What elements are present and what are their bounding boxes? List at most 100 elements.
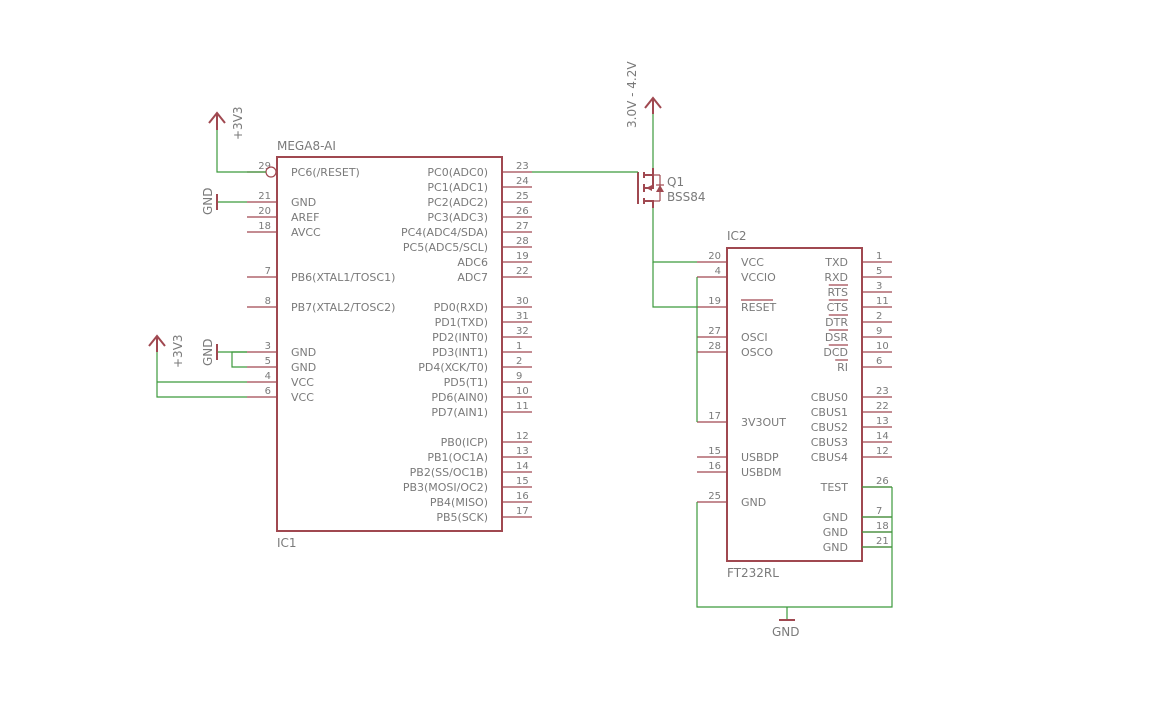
pin-number: 27 [516,221,529,232]
supply-gnd-top-label: GND [201,187,215,215]
ic1-body[interactable] [276,156,503,532]
pin-number: 11 [876,296,889,307]
pin-label: ADC6 [457,256,488,269]
ic2-value-label: FT232RL [727,566,779,580]
pin-number: 18 [258,221,271,232]
pin-number: 12 [516,431,529,442]
pin-number: 9 [876,326,882,337]
wire-drain-vcc[interactable] [652,208,697,263]
wire-3v3-pin6[interactable] [156,338,247,398]
pin-number: 13 [516,446,529,457]
pin-number: 4 [265,371,271,382]
pin[interactable]: 19 ADC6 [457,251,532,269]
ic2-body[interactable] [726,247,863,562]
pin-label: PC2(ADC2) [427,196,488,209]
pin[interactable]: 9 DSR [825,326,892,344]
pin-number: 30 [516,296,529,307]
pin-label: 3V3OUT [741,416,786,429]
q1-value-label: BSS84 [667,190,706,204]
pin-number: 25 [708,491,721,502]
pin-number: 17 [516,506,529,517]
pin-number: 25 [516,191,529,202]
pin-number: 19 [516,251,529,262]
pin-label: VCC [741,256,764,269]
pin-number: 17 [708,411,721,422]
supply-3v3-top-label: +3V3 [231,106,245,140]
pin-number: 18 [876,521,889,532]
pin-label: PD6(AIN0) [431,391,488,404]
pin-label: PC5(ADC5/SCL) [403,241,488,254]
pin-number: 32 [516,326,529,337]
wire-gnd-pin5[interactable] [231,351,247,368]
wire-drain-reset[interactable] [652,262,697,308]
pin-number: 24 [516,176,529,187]
wire-3v3-reset[interactable] [216,115,266,173]
pin-label: PC6(/RESET) [291,166,360,179]
pin[interactable]: 25 PC2(ADC2) [427,191,532,209]
supply-3v3-mid-label: +3V3 [171,334,185,368]
pin[interactable]: 6RI [835,356,892,374]
pin-label: USBDP [741,451,779,464]
pin-label: DSR [825,331,848,344]
q1-mosfet-icon[interactable]: Q1 BSS84 [637,168,706,208]
pin-label: RI [837,361,848,374]
pin-number: 19 [708,296,721,307]
pin-label: PB2(SS/OC1B) [410,466,488,479]
pin[interactable]: 17 3V3OUT [697,411,786,429]
